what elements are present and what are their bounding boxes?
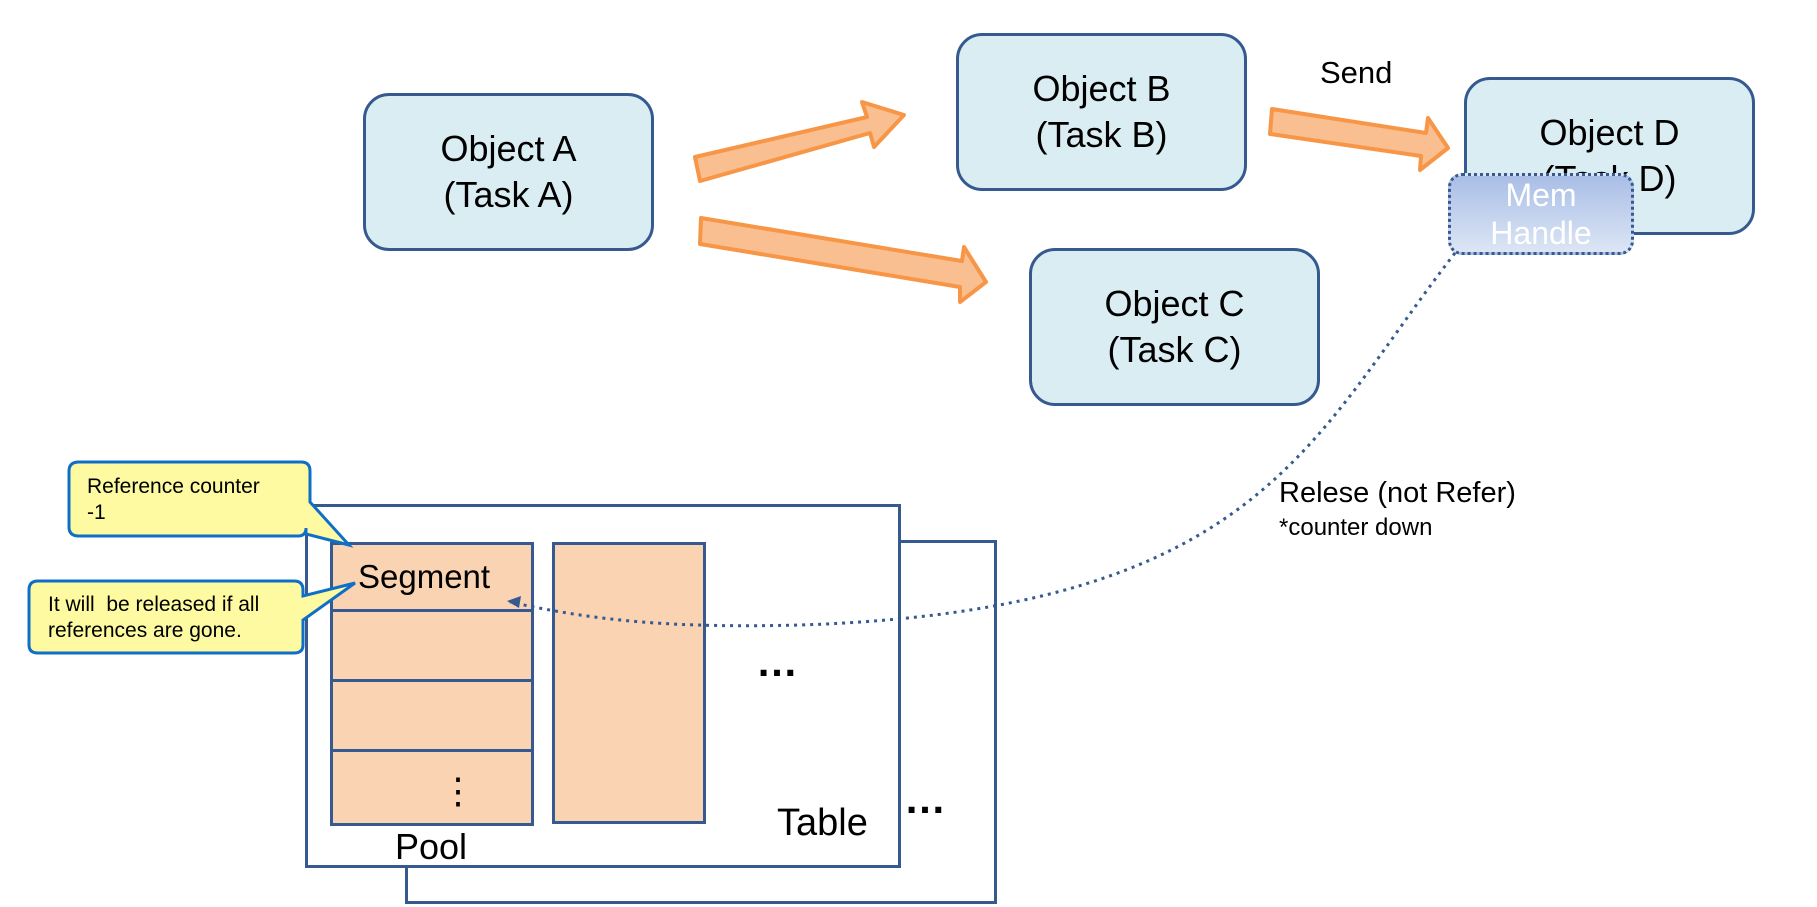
object-a-name: Object A <box>440 128 577 169</box>
send-label: Send <box>1320 55 1393 90</box>
object-a-box: Object A (Task A) <box>363 93 654 251</box>
pool-column <box>552 542 706 824</box>
object-c-name: Object C <box>1104 283 1245 324</box>
outer-table-ellipsis: … <box>904 775 946 822</box>
pool-label: Pool <box>395 826 468 867</box>
callout-released-text: It will be released if all references ar… <box>48 592 259 644</box>
release-arrowhead <box>507 596 521 608</box>
object-b-name: Object B <box>1032 68 1171 109</box>
arrow-b-to-d <box>1268 107 1450 172</box>
arrow-a-to-c <box>698 216 988 304</box>
mem-handle: Mem Handle <box>1448 173 1634 255</box>
callout-released-line1: It will be released if all <box>48 593 260 616</box>
mem-handle-line2: Handle <box>1490 215 1592 251</box>
table-ellipsis: … <box>756 638 798 685</box>
mem-handle-line1: Mem <box>1505 177 1577 213</box>
callout-released <box>27 579 356 655</box>
callout-reference-counter <box>67 460 354 548</box>
object-b-box: Object B (Task B) <box>956 33 1247 191</box>
arrow-a-to-b <box>693 100 906 183</box>
table-label: Table <box>777 802 868 844</box>
object-c-box: Object C (Task C) <box>1029 248 1320 406</box>
object-c-task: (Task C) <box>1107 329 1242 370</box>
callout-reference-counter-line2: -1 <box>87 501 106 524</box>
callout-released-line2: references are gone. <box>48 619 242 642</box>
pool-cell <box>330 609 534 682</box>
release-curve <box>509 252 1457 628</box>
callout-reference-counter-line1: Reference counter <box>87 475 260 498</box>
pool-cell <box>330 749 534 826</box>
object-a-task: (Task A) <box>443 174 574 215</box>
callout-reference-counter-text: Reference counter -1 <box>87 474 260 526</box>
pool-vertical-ellipsis: ⋮ <box>440 770 476 811</box>
segment-label: Segment <box>358 558 491 595</box>
object-d-name: Object D <box>1539 112 1680 153</box>
object-b-task: (Task B) <box>1035 114 1168 155</box>
release-note: *counter down <box>1279 514 1433 541</box>
release-label: Relese (not Refer) <box>1279 477 1516 509</box>
